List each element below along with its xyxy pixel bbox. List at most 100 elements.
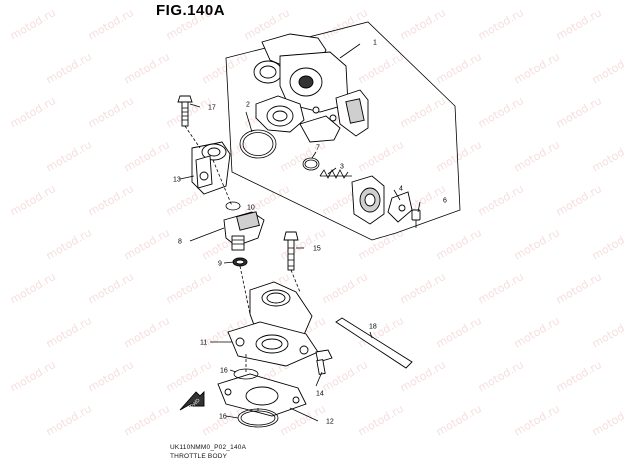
watermark-text: motod.ru <box>398 94 448 130</box>
watermark-text: motod.ru <box>8 270 58 306</box>
leader-line <box>223 261 235 264</box>
watermark-text: motod.ru <box>86 358 136 394</box>
watermark-text: motod.ru <box>44 50 94 86</box>
watermark-text: motod.ru <box>554 182 604 218</box>
leader-line <box>189 227 225 242</box>
watermark-text: motod.ru <box>590 314 625 350</box>
screw-right <box>411 209 421 228</box>
intake-pipe-11 <box>227 281 319 367</box>
callout-6: 6 <box>443 198 447 205</box>
leader-line <box>339 43 361 59</box>
o-ring-2 <box>239 129 277 159</box>
watermark-text: motod.ru <box>590 138 625 174</box>
leader-line <box>179 175 195 180</box>
watermark-text: motod.ru <box>44 226 94 262</box>
callout-7: 7 <box>316 145 320 152</box>
watermark-text: motod.ru <box>44 314 94 350</box>
o-ring-10 <box>225 201 241 211</box>
assembly-guides <box>184 125 301 412</box>
watermark-text: motod.ru <box>44 402 94 438</box>
watermark-text: motod.ru <box>476 182 526 218</box>
watermark-text: motod.ru <box>8 182 58 218</box>
watermark-text: motod.ru <box>476 6 526 42</box>
watermark-text: motod.ru <box>164 358 214 394</box>
watermark-text: motod.ru <box>512 226 562 262</box>
watermark-text: motod.ru <box>320 6 370 42</box>
callout-16: 16 <box>220 368 228 375</box>
watermark-text: motod.ru <box>86 94 136 130</box>
watermark-text: motod.ru <box>590 402 625 438</box>
watermark-text: motod.ru <box>434 50 484 86</box>
watermark-text: motod.ru <box>398 270 448 306</box>
watermark-text: motod.ru <box>476 270 526 306</box>
throttle-body <box>253 33 369 143</box>
callout-16: 16 <box>219 414 227 421</box>
watermark-text: motod.ru <box>320 270 370 306</box>
o-ring-7 <box>302 157 320 171</box>
callout-18: 18 <box>369 324 377 331</box>
watermark-text: motod.ru <box>554 270 604 306</box>
watermark-text: motod.ru <box>356 402 406 438</box>
figure-name: THROTTLE BODY <box>170 453 228 460</box>
watermark-text: motod.ru <box>512 50 562 86</box>
bolt-14 <box>315 349 333 375</box>
idle-actuator-6 <box>351 175 385 225</box>
leader-line <box>229 369 237 373</box>
watermark-text: motod.ru <box>554 94 604 130</box>
watermark-text: motod.ru <box>8 6 58 42</box>
watermark-text: motod.ru <box>590 226 625 262</box>
leader-line <box>289 407 319 422</box>
leader-line <box>315 371 323 387</box>
watermark-text: motod.ru <box>512 138 562 174</box>
watermark-text: motod.ru <box>86 182 136 218</box>
watermark-text: motod.ru <box>356 226 406 262</box>
watermark-text: motod.ru <box>512 314 562 350</box>
fwd-direction-marker: FWD <box>179 390 205 411</box>
watermark-text: motod.ru <box>122 226 172 262</box>
figure-code: UK110NMM0_P02_140A <box>170 444 247 451</box>
watermark-text: motod.ru <box>122 50 172 86</box>
watermark-text: motod.ru <box>398 6 448 42</box>
watermark-text: motod.ru <box>164 270 214 306</box>
watermark-text: motod.ru <box>476 358 526 394</box>
watermark-text: motod.ru <box>476 94 526 130</box>
callout-4: 4 <box>399 186 403 193</box>
callout-11: 11 <box>200 340 207 347</box>
watermark-text: motod.ru <box>8 94 58 130</box>
watermark-text: motod.ru <box>86 270 136 306</box>
gasket-12 <box>217 373 307 417</box>
o-ring-7-inner <box>304 159 318 169</box>
bolt-15 <box>283 231 299 271</box>
leader-line <box>417 201 421 213</box>
leader-line <box>311 151 317 159</box>
callout-2: 2 <box>246 102 250 109</box>
leader-line <box>369 331 373 339</box>
watermark-text: motod.ru <box>122 402 172 438</box>
assembly-outline <box>225 21 461 241</box>
watermark-text: motod.ru <box>8 358 58 394</box>
watermark-text: motod.ru <box>590 50 625 86</box>
watermark-text: motod.ru <box>278 138 328 174</box>
watermark-text: motod.ru <box>44 138 94 174</box>
leader-line <box>225 415 239 419</box>
injector-holder-13 <box>191 141 231 195</box>
callout-17: 17 <box>208 105 216 112</box>
watermark-text: motod.ru <box>434 402 484 438</box>
watermark-text: motod.ru <box>554 358 604 394</box>
watermark-text: motod.ru <box>122 314 172 350</box>
watermark-text: motod.ru <box>122 138 172 174</box>
leader-line <box>327 167 337 175</box>
leader-line <box>245 111 253 133</box>
watermark-text: motod.ru <box>512 402 562 438</box>
watermark-text: motod.ru <box>356 138 406 174</box>
callout-14: 14 <box>316 391 324 398</box>
o-ring-2-inner <box>242 132 274 156</box>
watermark-text: motod.ru <box>434 226 484 262</box>
watermark-text: motod.ru <box>434 314 484 350</box>
watermark-text: motod.ru <box>200 50 250 86</box>
watermark-text: motod.ru <box>320 358 370 394</box>
injector-8 <box>223 211 265 251</box>
